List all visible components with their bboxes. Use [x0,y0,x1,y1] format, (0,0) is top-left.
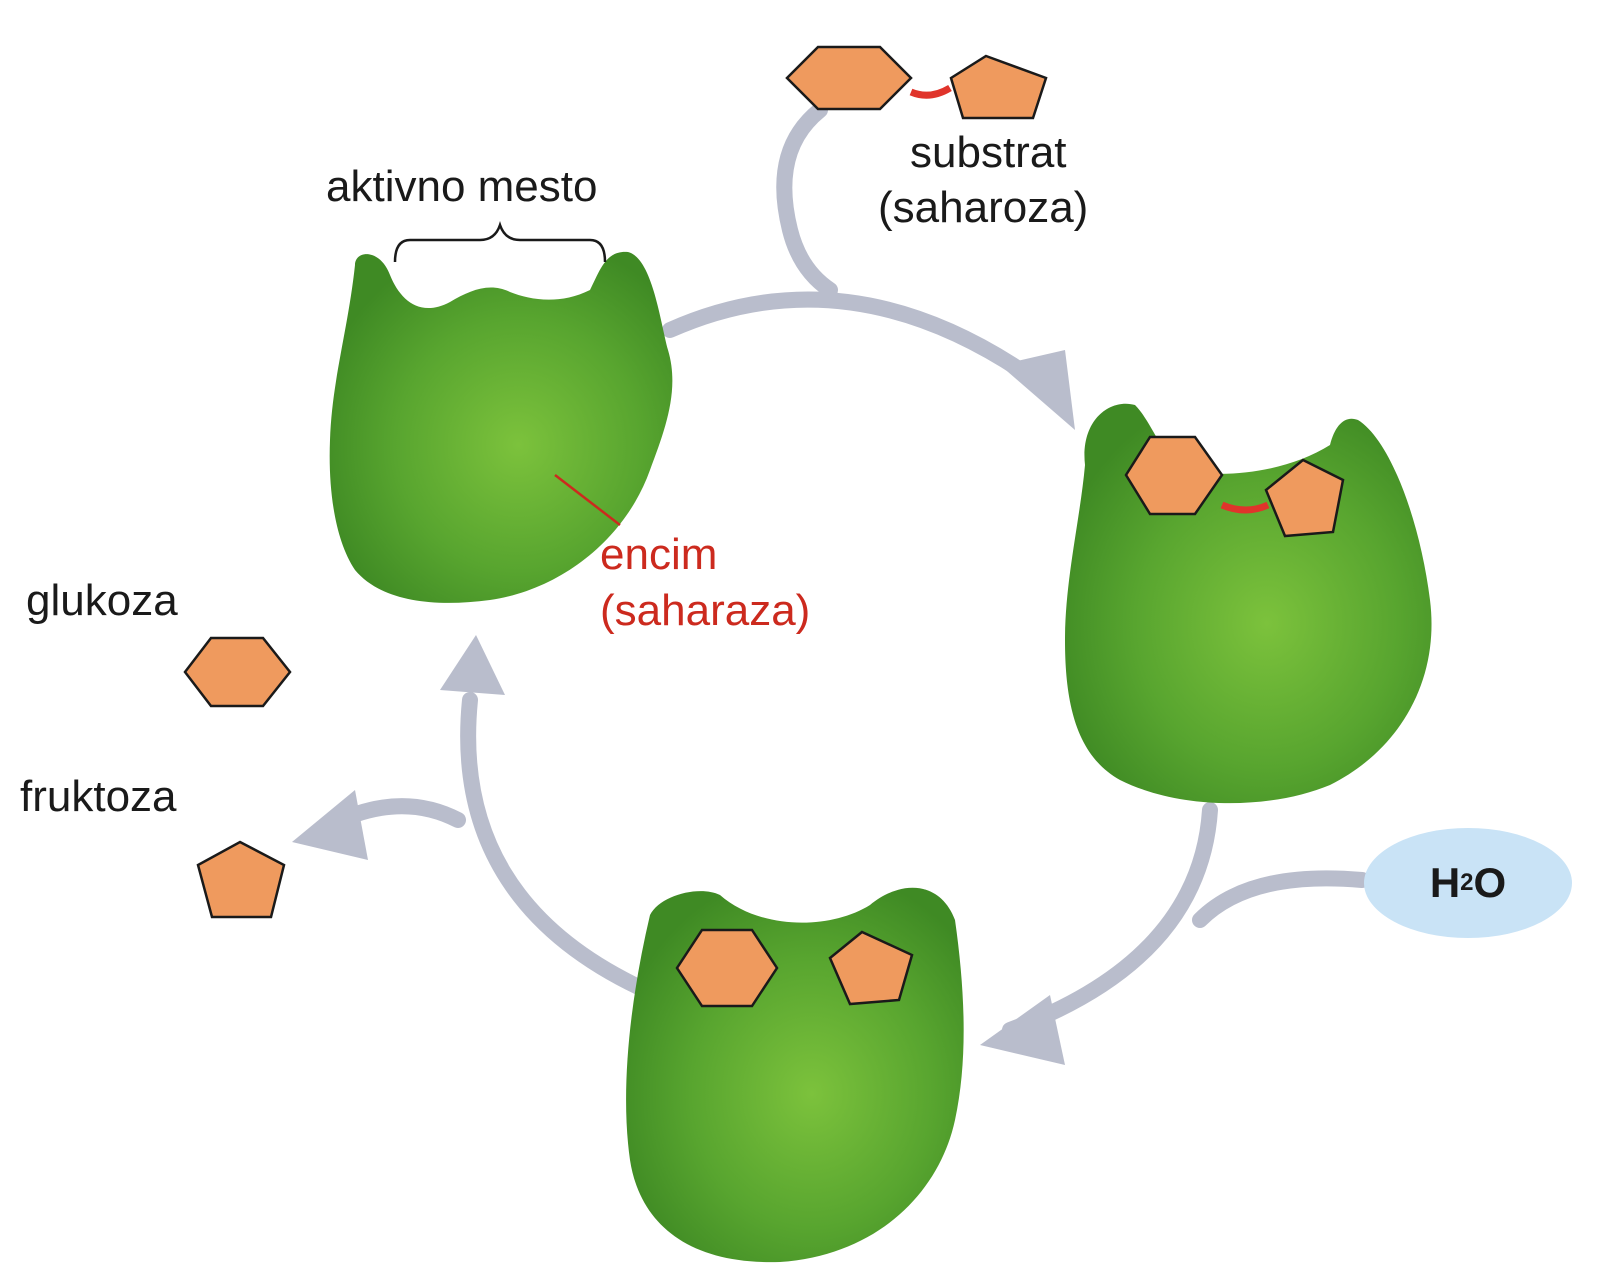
substrate-pentagon [949,54,1048,120]
enzyme-label-line1: encim [600,530,718,579]
active-site-label: aktivno mesto [326,162,598,211]
arrow-release [460,692,653,998]
active-site-bracket [393,221,607,263]
bound-substrate [1124,435,1345,538]
arrow-water-in [1192,870,1370,928]
substrate-sucrose [785,45,1048,120]
product-pentagon [828,930,914,1006]
substrate-bond [909,84,952,99]
fructose-pentagon [196,840,286,919]
bound-bond [1220,501,1270,514]
enzyme-product-complex [626,887,964,1263]
product-hexagon [675,928,779,1008]
bound-products [675,928,914,1008]
cycle-arrows [322,102,1370,1038]
arrowhead-up [440,635,505,695]
fructose-label: fruktoza [20,772,177,821]
arrow-substrate-in [776,102,838,298]
arrow-bind [662,291,1043,388]
glucose-label: glukoza [26,576,178,625]
substrate-label-line1: substrat [910,128,1067,177]
enzyme-label-line2: (saharaza) [600,586,811,635]
substrate-hexagon [785,45,913,111]
water-h: H [1429,859,1461,906]
enzyme-pointer-line [554,474,621,526]
substrate-label-line2: (saharoza) [878,183,1089,232]
arrowhead-bottom [980,995,1065,1065]
water-o: O [1473,859,1507,906]
arrowhead-right [1000,350,1075,430]
bound-hexagon [1124,435,1224,516]
enzyme-free [329,251,673,603]
bound-pentagon [1264,458,1345,538]
arrow-heads [292,350,1075,1065]
glucose-hexagon [183,636,292,708]
water-subscript: 2 [1460,869,1474,896]
arrowhead-left [292,790,368,860]
enzyme-substrate-complex [1065,403,1432,804]
arrow-hydrolysis [1002,802,1218,1038]
